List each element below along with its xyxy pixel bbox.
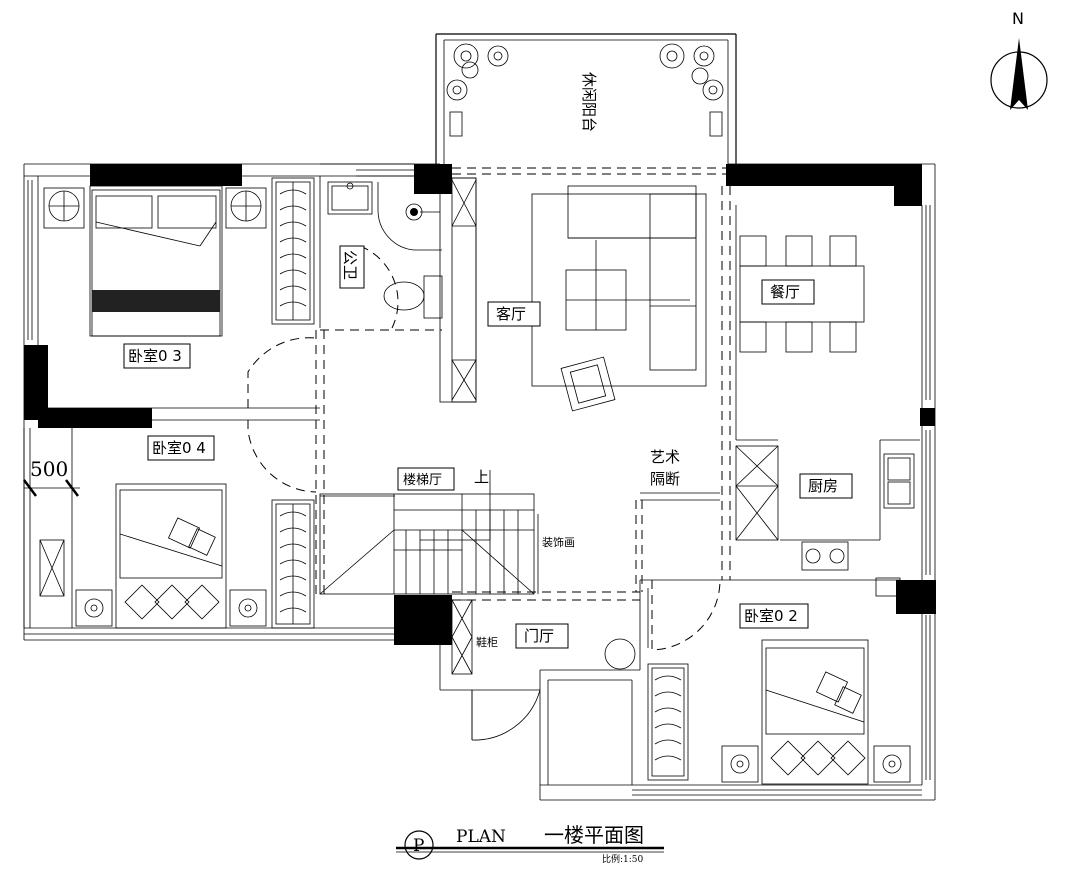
label-art-partition-1: 艺术 xyxy=(650,448,680,466)
label-kitchen: 厨房 xyxy=(808,477,838,495)
label-shoe-cabinet: 鞋柜 xyxy=(476,635,498,649)
north-arrow: N xyxy=(990,9,1048,110)
title-circle xyxy=(404,830,434,860)
label-bedroom-03: 卧室0 3 xyxy=(128,347,182,365)
foyer-fixtures xyxy=(451,599,636,675)
label-bedroom-02: 卧室0 2 xyxy=(744,607,798,625)
north-label: N xyxy=(1012,9,1024,28)
structural-columns xyxy=(24,164,936,645)
doors xyxy=(247,245,721,741)
label-bedroom-04: 卧室0 4 xyxy=(152,439,206,457)
label-dining: 餐厅 xyxy=(770,283,800,301)
wardrobe-upper xyxy=(271,177,315,325)
dimension-label: 500 xyxy=(30,457,68,481)
bathroom-label-box xyxy=(339,245,365,289)
label-stair-hall: 楼梯厅 xyxy=(403,473,442,488)
label-decor-painting: 装饰画 xyxy=(542,535,575,549)
bedroom-03-furniture xyxy=(43,185,267,337)
bedroom-02-furniture xyxy=(647,639,911,785)
living-cabinet xyxy=(439,177,477,403)
balcony-plants xyxy=(446,43,724,137)
title-circle-letter: P xyxy=(413,836,424,856)
wardrobe-lower xyxy=(271,499,315,629)
outer-walls xyxy=(23,33,936,801)
north-arrow-icon xyxy=(1010,38,1028,110)
room-labels: 休闲阳台 卧室0 3 卧室0 4 公卫 客厅 餐厅 楼梯厅 上 艺术 隔断 厨房… xyxy=(123,72,853,649)
label-stair-up: 上 xyxy=(474,468,489,486)
title-scale: 比例:1:50 xyxy=(602,853,644,865)
label-bathroom: 公卫 xyxy=(341,250,359,280)
dining-furniture xyxy=(739,235,865,353)
title-block: P PLAN 一楼平面图 比例:1:50 xyxy=(396,823,664,865)
dimension-marker: 500 xyxy=(23,457,80,497)
bathroom-fixtures xyxy=(327,181,443,319)
label-art-partition-2: 隔断 xyxy=(650,470,680,488)
title-text: 一楼平面图 xyxy=(544,823,644,847)
label-balcony: 休闲阳台 xyxy=(580,72,598,132)
label-living: 客厅 xyxy=(496,305,526,323)
bedroom-04-furniture xyxy=(39,483,267,629)
title-plan-word: PLAN xyxy=(456,827,506,847)
windows xyxy=(23,163,931,796)
label-foyer: 门厅 xyxy=(524,627,554,645)
living-room-furniture xyxy=(531,185,707,412)
staircase xyxy=(319,470,539,595)
kitchen-fixtures xyxy=(735,445,915,597)
dashed-openings xyxy=(315,167,731,601)
